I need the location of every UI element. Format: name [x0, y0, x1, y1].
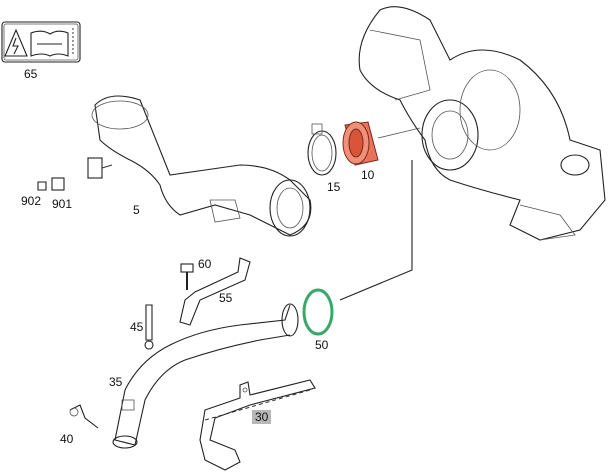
part-label-60[interactable]: 60 — [198, 257, 212, 271]
warning-label-part-65[interactable] — [1, 21, 81, 63]
o-ring-part-50[interactable] — [302, 288, 334, 336]
hose-clamp-part-15[interactable] — [307, 123, 337, 176]
bolt-part-45[interactable] — [144, 304, 154, 350]
part-label-902[interactable]: 902 — [21, 194, 42, 208]
part-label-55[interactable]: 55 — [219, 291, 233, 305]
part-label-15[interactable]: 15 — [327, 180, 341, 194]
part-label-45[interactable]: 45 — [130, 320, 144, 334]
turbocharger — [358, 6, 606, 241]
air-duct-part-5[interactable] — [91, 95, 312, 237]
part-label-50[interactable]: 50 — [315, 338, 329, 352]
clip-part-902[interactable] — [37, 181, 47, 191]
seal-ring-part-10[interactable] — [342, 121, 379, 166]
bolt-part-60[interactable] — [180, 263, 194, 290]
part-label-5[interactable]: 5 — [133, 203, 140, 217]
clip-part-40[interactable] — [69, 404, 99, 429]
part-label-10[interactable]: 10 — [361, 168, 375, 182]
part-label-35[interactable]: 35 — [109, 375, 123, 389]
bracket-part-30[interactable] — [199, 379, 316, 471]
part-label-40[interactable]: 40 — [60, 432, 74, 446]
coolant-pipe-part-35[interactable] — [112, 303, 299, 449]
part-label-65[interactable]: 65 — [24, 67, 38, 81]
part-label-901[interactable]: 901 — [52, 197, 73, 211]
sensor-part-901[interactable] — [51, 157, 113, 191]
part-label-30-highlighted[interactable]: 30 — [252, 410, 272, 424]
bracket-part-55[interactable] — [179, 257, 251, 326]
